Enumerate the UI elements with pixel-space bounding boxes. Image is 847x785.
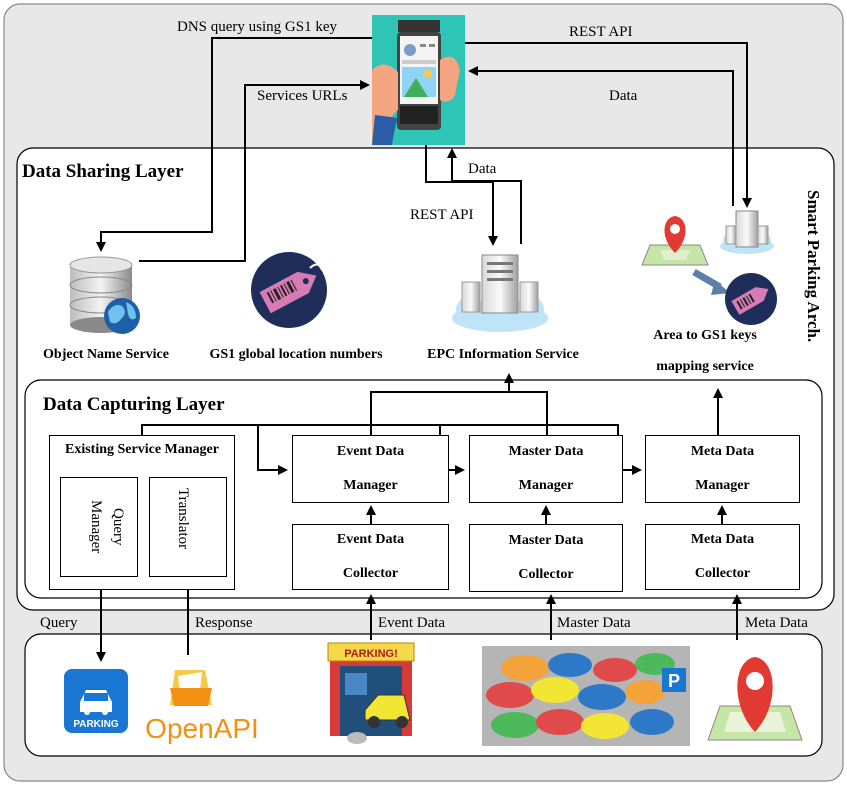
rest-api-top-label: REST API xyxy=(569,24,633,40)
meta-data-collector-label-1: Meta Data xyxy=(690,532,755,547)
smartphone-icon xyxy=(372,15,465,145)
database-globe-icon xyxy=(69,256,140,334)
data-sharing-layer-title: Data Sharing Layer xyxy=(22,161,184,182)
translator-box: Translator xyxy=(149,477,227,577)
query-label: Query xyxy=(40,615,78,631)
data-mid-label: Data xyxy=(468,161,497,177)
event-data-manager-label-1: Event Data xyxy=(336,444,405,459)
map-pin-icon xyxy=(641,216,709,266)
meta-data-collector-box: Meta Data Collector xyxy=(645,524,800,590)
openapi-logo: OpenAPI xyxy=(145,670,259,744)
data-capturing-layer-title: Data Capturing Layer xyxy=(43,394,225,415)
master-data-manager-label-1: Master Data xyxy=(508,444,584,459)
meta-data-label: Meta Data xyxy=(745,615,808,631)
gs1-location-numbers-label: GS1 global location numbers xyxy=(209,347,383,362)
mapping-server-icon xyxy=(720,210,774,254)
query-manager-box: Query Manager xyxy=(60,477,138,577)
data-top-label: Data xyxy=(609,88,638,104)
event-data-label: Event Data xyxy=(378,615,446,631)
area-mapping-label-2: mapping service xyxy=(656,359,754,374)
meta-data-manager-box: Meta Data Manager xyxy=(645,435,800,503)
smart-parking-arch-label: Smart Parking Arch. xyxy=(804,190,823,343)
data-top-arrow xyxy=(468,66,734,206)
master-data-manager-label-2: Manager xyxy=(518,478,574,493)
object-name-service-label: Object Name Service xyxy=(43,347,169,362)
parking-app-label: PARKING xyxy=(73,719,119,730)
master-data-collector-label-2: Collector xyxy=(518,567,574,582)
parking-sign-label: PARKING! xyxy=(344,648,398,660)
master-data-manager-box: Master Data Manager xyxy=(469,435,623,503)
event-data-manager-label-2: Manager xyxy=(343,478,398,493)
manager-bus xyxy=(370,391,548,435)
dns-query-arrow xyxy=(96,37,372,252)
event-data-manager-box: Event Data Manager xyxy=(292,435,449,503)
parking-app-icon: PARKING xyxy=(64,669,128,733)
data-mid-arrow xyxy=(447,148,522,244)
openapi-label: OpenAPI xyxy=(145,713,259,744)
gs1-tag-icon xyxy=(251,252,327,328)
meta-data-manager-label-1: Meta Data xyxy=(690,444,755,459)
master-data-collector-label-1: Master Data xyxy=(508,533,584,548)
meta-data-collector-label-2: Collector xyxy=(694,566,751,581)
event-data-collector-box: Event Data Collector xyxy=(292,524,449,590)
services-urls-arrow xyxy=(139,80,370,262)
small-gs1-tag-icon xyxy=(725,273,777,325)
epc-information-service-label: EPC Information Service xyxy=(427,347,579,362)
parking-lot-image: P xyxy=(482,646,690,746)
server-cloud-icon xyxy=(452,254,548,332)
location-pin-icon xyxy=(707,657,803,741)
dns-query-label: DNS query using GS1 key xyxy=(177,19,337,35)
services-urls-label: Services URLs xyxy=(257,88,348,104)
response-label: Response xyxy=(195,615,253,631)
area-mapping-label-1: Area to GS1 keys xyxy=(653,328,757,343)
translator-label: Translator xyxy=(175,488,191,550)
existing-service-manager-label: Existing Service Manager xyxy=(65,442,219,457)
meta-data-manager-label-2: Manager xyxy=(695,478,750,493)
p-sign-label: P xyxy=(668,671,680,691)
rest-api-mid-label: REST API xyxy=(410,207,474,223)
rest-api-top-arrow xyxy=(465,42,752,208)
query-manager-label: Query Manager xyxy=(88,500,126,554)
master-data-label: Master Data xyxy=(557,615,631,631)
event-data-collector-label-1: Event Data xyxy=(336,532,405,547)
parking-garage-icon: PARKING! xyxy=(327,642,415,744)
master-data-collector-box: Master Data Collector xyxy=(469,524,623,592)
event-data-collector-label-2: Collector xyxy=(342,566,399,581)
